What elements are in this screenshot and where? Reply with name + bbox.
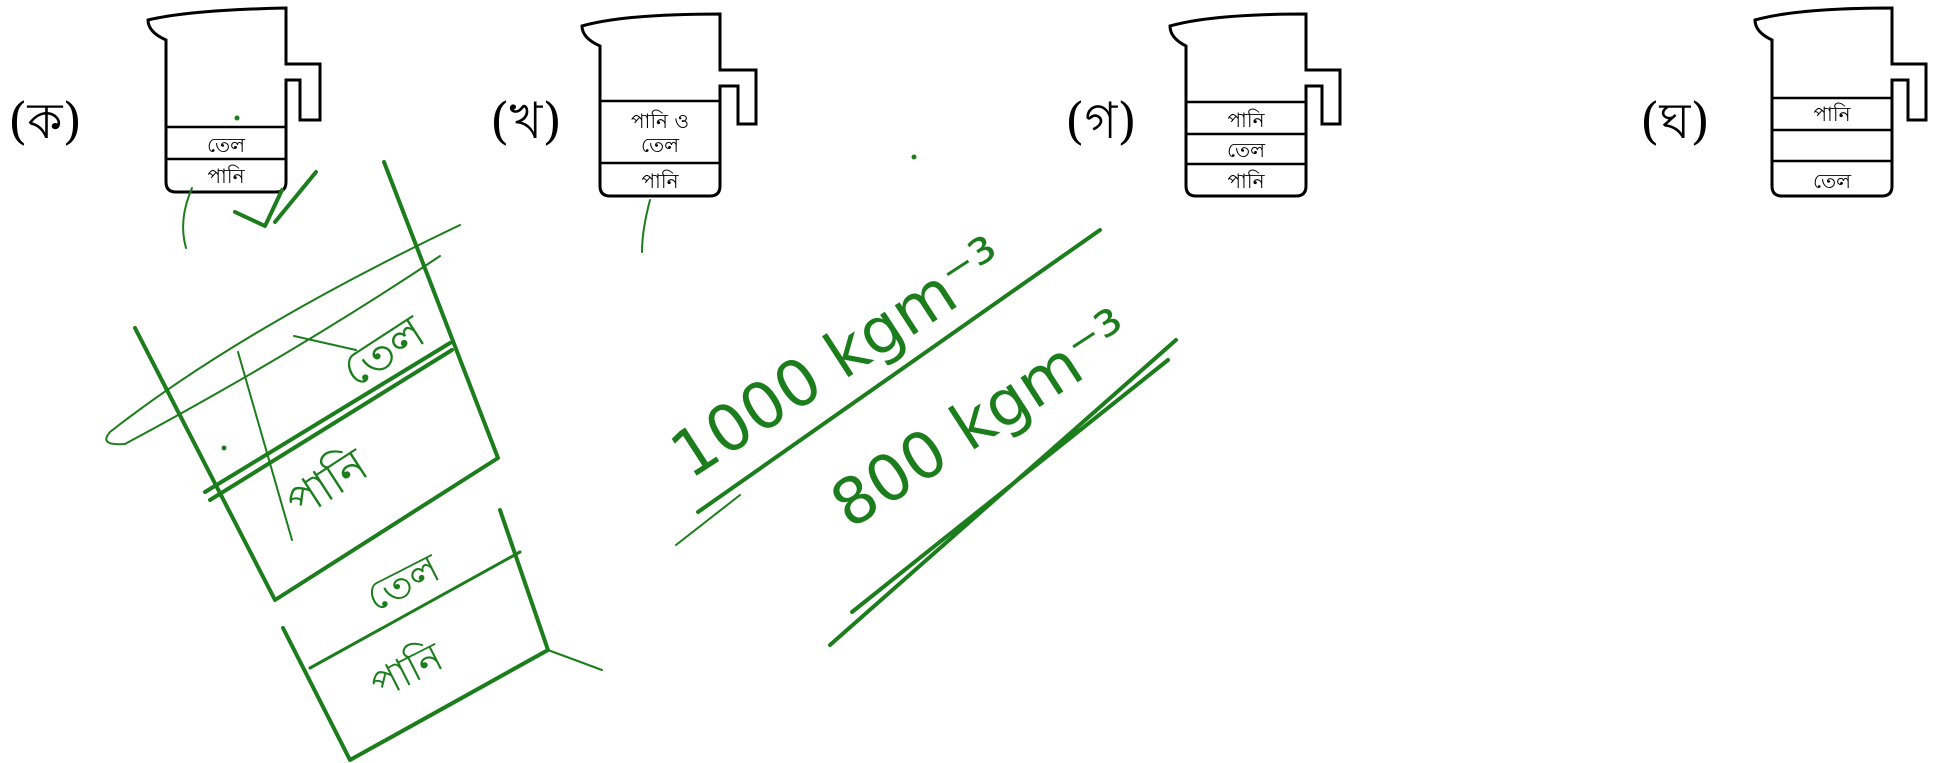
option-ka-label: (ক) <box>8 92 82 150</box>
tick-stroke-ka <box>182 187 193 249</box>
beaker-ga: পানি তেল পানি <box>1168 12 1342 198</box>
option-kha-label: (খ) <box>490 92 562 150</box>
check-mark-ka <box>233 170 318 228</box>
option-ka: (ক) তেল পানি <box>8 6 322 194</box>
sketch-beaker-small <box>281 508 550 762</box>
underline-water-density-thin <box>675 494 741 546</box>
sketch-small-label-water: পানি <box>363 633 451 709</box>
sketch-beaker-small-tail <box>547 649 603 671</box>
tick-stroke-kha <box>641 199 651 253</box>
beaker-kha-layer-top-line1: পানি ও <box>631 109 689 133</box>
underline-oil-density <box>828 338 1178 647</box>
beaker-ga-layer-3: পানি <box>1227 169 1265 193</box>
beaker-gha-layer-3: তেল <box>1813 169 1852 193</box>
option-kha: (খ) পানি ও তেল পানি <box>490 12 758 198</box>
ink-dot-3 <box>221 445 227 451</box>
beaker-gha: পানি তেল <box>1753 6 1928 198</box>
beaker-ka: তেল পানি <box>146 6 322 194</box>
sketch-small-label-oil: তেল <box>359 545 449 621</box>
option-gha-label: (ঘ) <box>1640 92 1710 150</box>
beaker-ga-outline <box>1168 12 1342 198</box>
option-gha: (ঘ) পানি তেল <box>1640 6 1928 198</box>
sketch-beaker-large-inner <box>237 335 357 541</box>
beaker-gha-outline <box>1753 6 1928 198</box>
sketch-beaker-large-divider <box>203 341 454 502</box>
beaker-ga-layer-2: তেল <box>1227 138 1266 162</box>
beaker-ka-layer-top: তেল <box>207 133 246 157</box>
beaker-kha-layer-top-line2: তেল <box>641 133 680 157</box>
underline-water-density <box>696 228 1102 514</box>
beaker-ka-layer-bottom: পানি <box>207 164 245 188</box>
beaker-ga-layer-1: পানি <box>1227 108 1265 132</box>
beaker-kha: পানি ও তেল পানি <box>580 12 758 198</box>
ink-dot-2 <box>911 154 917 160</box>
sketch-beaker-large-rim <box>105 224 461 446</box>
beaker-kha-outline <box>580 12 758 198</box>
handwritten-annotations: তেল পানি তেল পানি 1000 kgm⁻³ 800 kgm⁻³ <box>105 115 1178 762</box>
sketch-beaker-large <box>133 160 500 602</box>
option-ga-label: (গ) <box>1065 92 1137 150</box>
ink-dot-1 <box>234 115 240 121</box>
beaker-gha-layer-1: পানি <box>1813 102 1851 126</box>
sketch-beaker-small-divider <box>308 550 522 670</box>
beaker-kha-layer-bottom: পানি <box>641 169 679 193</box>
option-ga: (গ) পানি তেল পানি <box>1065 12 1342 198</box>
